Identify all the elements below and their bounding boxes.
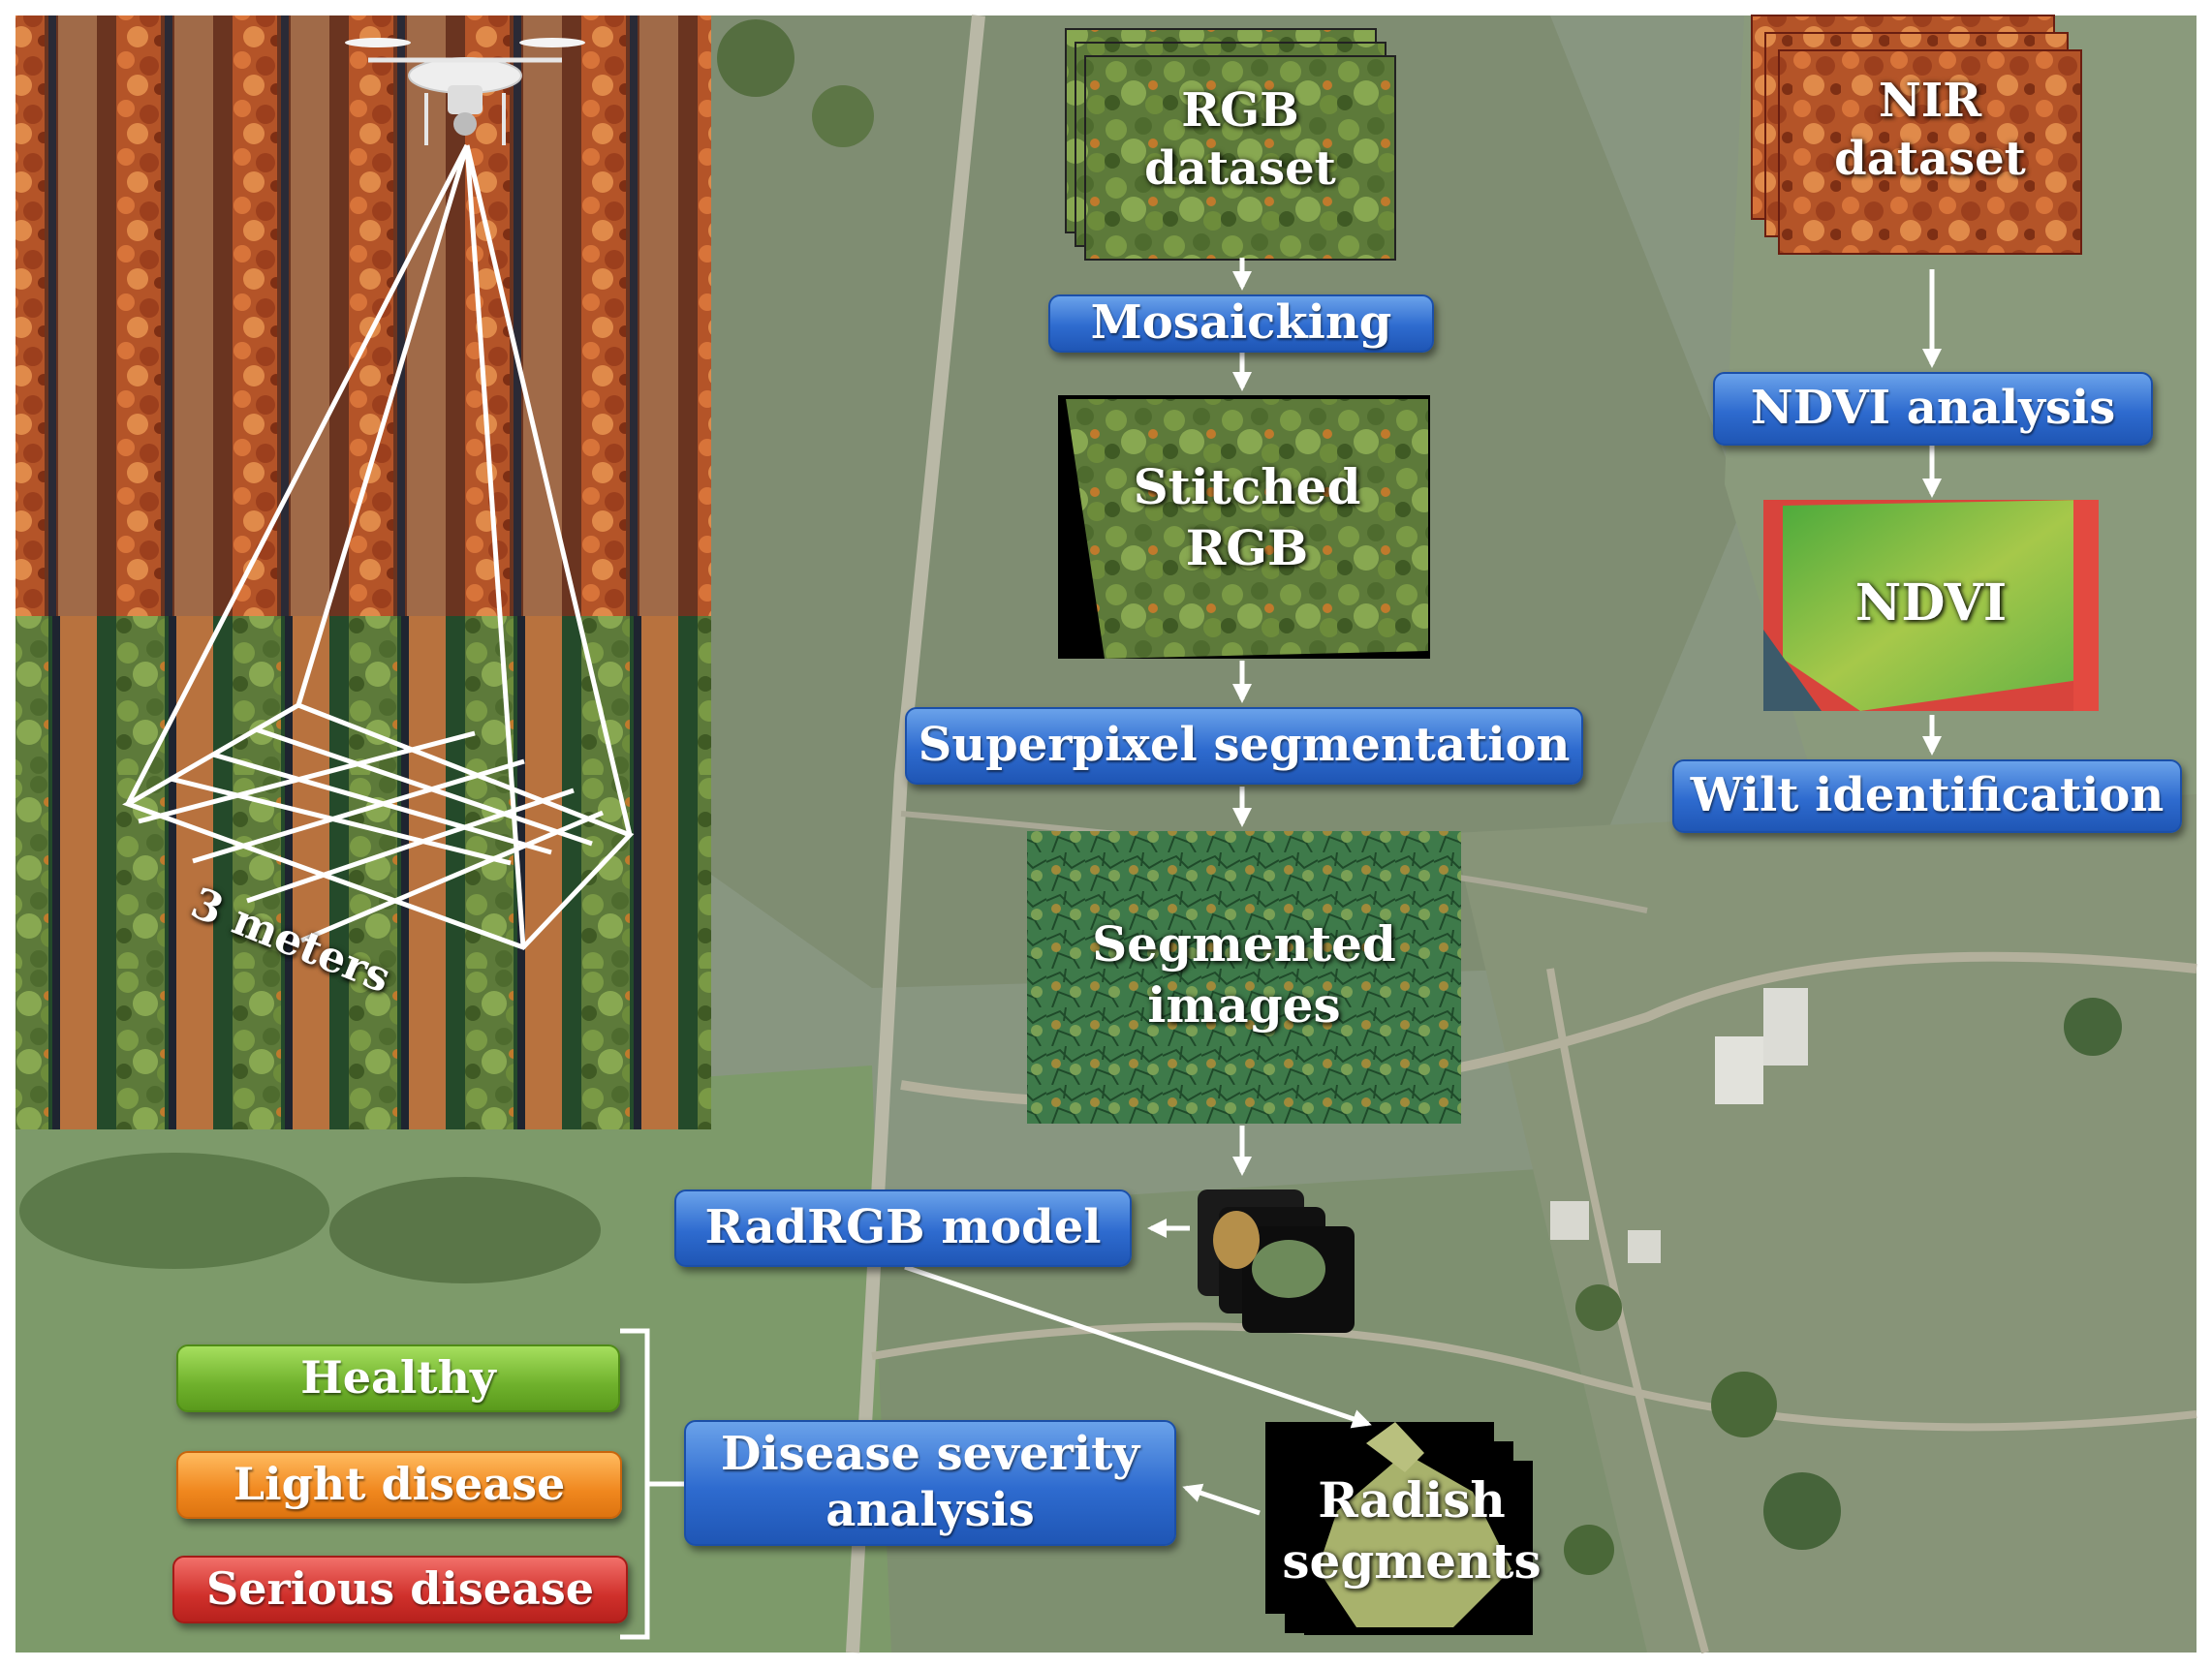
wilt-identification-label: Wilt identification [1690, 768, 2165, 823]
rgb-dataset-image [1065, 28, 1396, 261]
healthy-class-box: Healthy [176, 1344, 620, 1412]
light-disease-label: Light disease [233, 1458, 566, 1511]
superpixel-segmentation-box: Superpixel segmentation [905, 707, 1583, 785]
light-disease-class-box: Light disease [176, 1451, 622, 1519]
segmented-images-label: Segmented images [1092, 915, 1396, 1034]
ndvi-analysis-label: NDVI analysis [1750, 381, 2116, 436]
mosaicking-label: Mosaicking [1090, 295, 1392, 351]
nir-dataset-image [1751, 15, 2082, 255]
wilt-identification-box: Wilt identification [1672, 759, 2182, 833]
nir-dataset-label: NIR dataset [1834, 74, 2026, 186]
superpixel-segmentation-label: Superpixel segmentation [918, 718, 1571, 773]
radish-segments-image [1265, 1422, 1533, 1635]
radrgb-model-box: RadRGB model [674, 1189, 1132, 1267]
rgb-dataset-label: RGB dataset [1144, 83, 1336, 196]
serious-disease-class-box: Serious disease [172, 1556, 628, 1623]
healthy-label: Healthy [300, 1351, 496, 1405]
disease-severity-analysis-box: Disease severity analysis [684, 1420, 1176, 1546]
ndvi-analysis-box: NDVI analysis [1713, 372, 2153, 446]
flow-arrows [904, 258, 1942, 1516]
disease-severity-analysis-label: Disease severity analysis [720, 1427, 1140, 1537]
segment-thumbnails [1198, 1189, 1355, 1333]
radrgb-model-label: RadRGB model [704, 1200, 1102, 1255]
ndvi-map-image [1763, 500, 2099, 711]
stitched-rgb-label: Stitched RGB [1133, 458, 1361, 576]
stitched-rgb-image [1058, 395, 1430, 659]
mosaicking-box: Mosaicking [1048, 294, 1434, 353]
segmented-images-image [1027, 831, 1461, 1124]
camera-footprint [122, 143, 635, 950]
radish-segments-label: Radish segments [1282, 1471, 1542, 1590]
drone-icon [345, 38, 585, 145]
ndvi-label: NDVI [1854, 573, 2008, 633]
severity-bracket [620, 1328, 684, 1640]
serious-disease-label: Serious disease [205, 1562, 594, 1616]
